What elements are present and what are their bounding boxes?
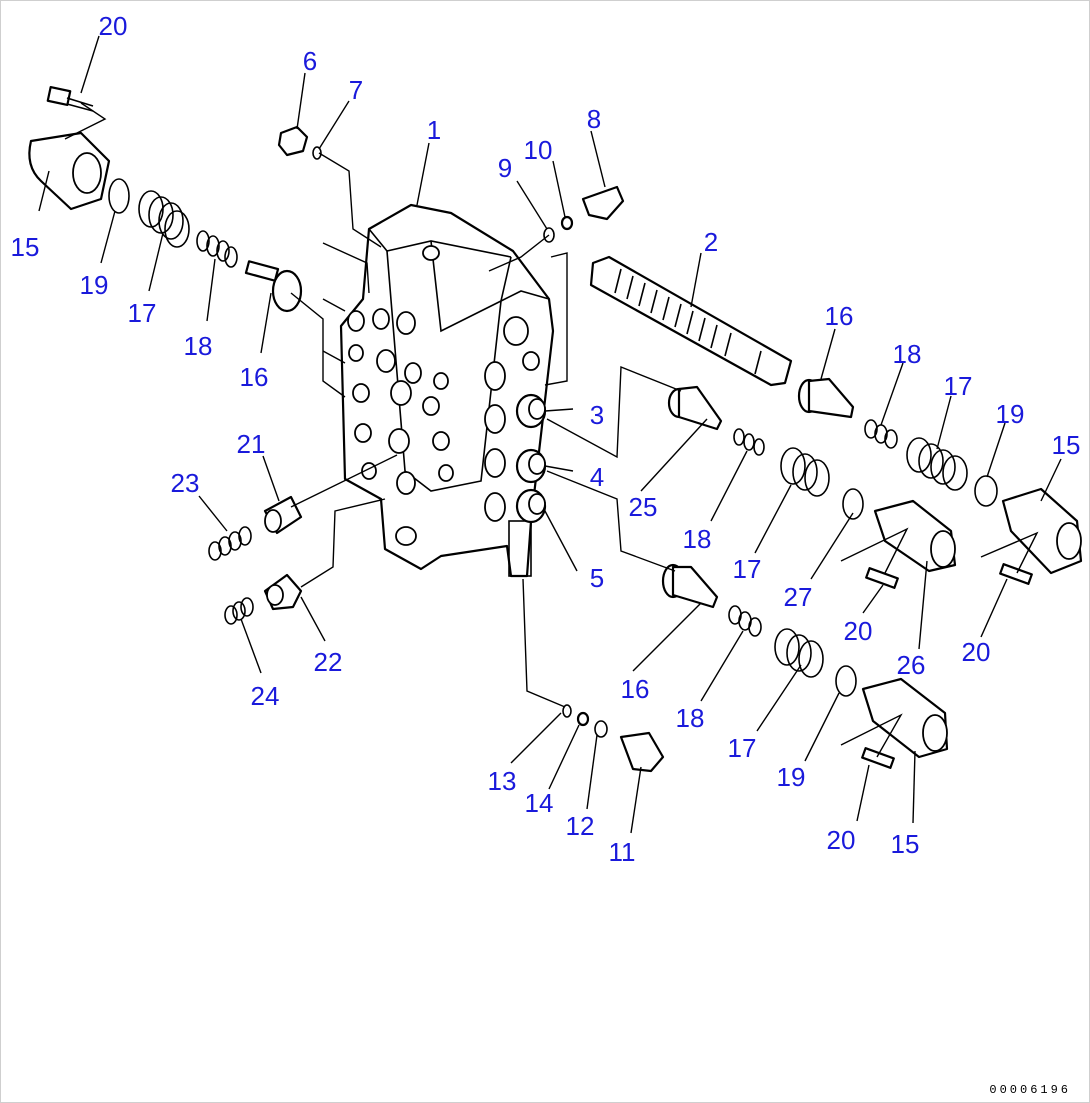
callout-17-c17b: 17 [944, 371, 973, 401]
callout-3-c3: 3 [590, 400, 604, 430]
bottom-small-parts [562, 704, 665, 773]
callout-16-c16c: 16 [621, 674, 650, 704]
left-upper-parts [28, 85, 303, 313]
callout-5-c5: 5 [590, 563, 604, 593]
callout-18-c18a: 18 [184, 331, 213, 361]
callout-15-c15a: 15 [11, 232, 40, 262]
lower-right-parts [661, 563, 949, 769]
top-small-parts [277, 125, 625, 243]
callout-27-c27: 27 [784, 582, 813, 612]
callout-8-c8: 8 [587, 104, 601, 134]
callout-25-c25: 25 [629, 492, 658, 522]
callout-17-c17c: 17 [733, 554, 762, 584]
callout-18-c18d: 18 [676, 703, 705, 733]
callout-22-c22: 22 [314, 647, 343, 677]
callout-19-c19c: 19 [777, 762, 806, 792]
callout-10-c10: 10 [524, 135, 553, 165]
leader-lines [38, 35, 1062, 834]
callout-17-c17a: 17 [128, 298, 157, 328]
callout-6-c6: 6 [303, 46, 317, 76]
left-lower-parts [208, 495, 303, 625]
callout-16-c16b: 16 [825, 301, 854, 331]
callout-4-c4: 4 [590, 462, 604, 492]
callout-19-c19a: 19 [80, 270, 109, 300]
callout-11-c11: 11 [609, 837, 636, 867]
callout-20-c20c: 20 [962, 637, 991, 667]
callout-23-c23: 23 [171, 468, 200, 498]
callout-14-c14: 14 [525, 788, 554, 818]
callout-13-c13: 13 [488, 766, 517, 796]
callout-20-c20a: 20 [99, 11, 128, 41]
callout-20-c20d: 20 [827, 825, 856, 855]
callout-16-c16a: 16 [240, 362, 269, 392]
callout-17-c17d: 17 [728, 733, 757, 763]
callout-1-c1: 1 [427, 115, 441, 145]
callout-12-c12: 12 [566, 811, 595, 841]
callout-20-c20b: 20 [844, 616, 873, 646]
callout-9-c9: 9 [498, 153, 512, 183]
callout-24-c24: 24 [251, 681, 280, 711]
callout-26-c26: 26 [897, 650, 926, 680]
callout-2-c2: 2 [704, 227, 718, 257]
callout-21-c21: 21 [237, 429, 266, 459]
callout-18-c18b: 18 [893, 339, 922, 369]
callout-15-c15b: 15 [1052, 430, 1081, 460]
callout-19-c19b: 19 [996, 399, 1025, 429]
plugs-3-4-5 [515, 393, 547, 524]
middle-right-parts [667, 385, 1033, 589]
drawing-code: 00006196 [989, 1083, 1071, 1097]
spool [589, 255, 793, 387]
right-upper-parts [797, 377, 1083, 575]
valve-body [339, 203, 555, 578]
callout-7-c7: 7 [349, 75, 363, 105]
callout-15-c15c: 15 [891, 829, 920, 859]
callout-18-c18c: 18 [683, 524, 712, 554]
